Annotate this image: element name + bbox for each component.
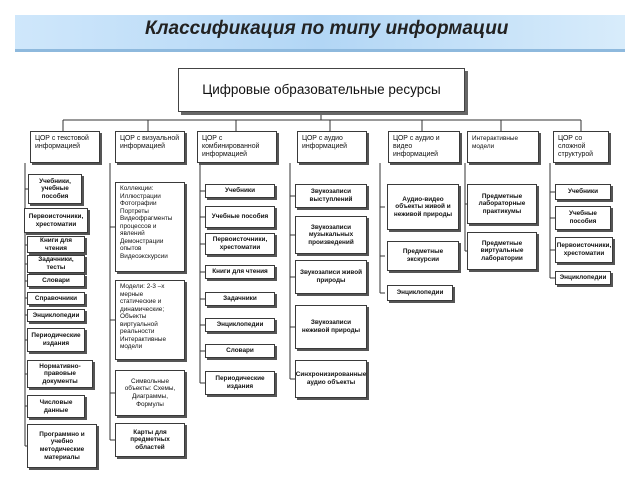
column-header: Интерактивные модели [467, 131, 539, 163]
list-item: Энциклопедии [387, 285, 453, 301]
column-header: ЦОР с аудио и видео информацией [388, 131, 460, 163]
list-item: Звукозаписи выступлений [295, 184, 367, 208]
list-item: Первоисточники, хрестоматии [205, 233, 275, 255]
list-item: Периодические издания [205, 371, 275, 395]
list-item: Программно и учебно методические материа… [27, 424, 97, 468]
list-item: Предметные виртуальные лаборатории [467, 232, 537, 270]
list-item: Числовые данные [27, 395, 85, 418]
list-item: Учебные пособия [205, 206, 275, 228]
list-item: Нормативно-правовые документы [27, 360, 93, 388]
title-band-underline [15, 49, 625, 52]
list-item: Первоисточники, хрестоматии [555, 237, 613, 263]
column-header: ЦОР с аудио информацией [297, 131, 367, 163]
list-item: Энциклопедии [555, 271, 611, 285]
list-item: Энциклопедии [27, 309, 85, 322]
right-margin [625, 0, 640, 480]
list-item: Предметные экскурсии [387, 241, 459, 271]
list-item: Книги для чтения [27, 236, 85, 253]
list-item: Звукозаписи музыкальных произведений [295, 216, 367, 254]
list-item: Задачники [205, 292, 275, 306]
list-item: Модели: 2-3 –х мерные статические и дина… [115, 280, 185, 360]
list-item: Справочники [27, 292, 85, 305]
list-item: Карты для предметных областей [115, 423, 185, 457]
column-header: ЦОР с визуальной информацией [115, 131, 185, 163]
list-item: Звукозаписи неживой природы [295, 305, 367, 349]
list-item: Периодические издания [27, 328, 85, 352]
list-item: Аудио-видео объекты живой и неживой прир… [387, 184, 459, 230]
list-item: Книги для чтения [205, 265, 275, 279]
list-item: Первоисточники, хрестоматии [24, 208, 88, 233]
list-item: Энциклопедии [205, 318, 275, 332]
list-item: Словари [27, 274, 85, 287]
title-band [15, 15, 625, 49]
list-item: Учебники [555, 184, 611, 200]
left-margin [0, 0, 15, 480]
list-item: Учебники, учебные пособия [28, 174, 82, 204]
list-item: Предметные лабораторные практикумы [467, 184, 537, 224]
list-item: Учебники [205, 184, 275, 198]
list-item: Словари [205, 344, 275, 358]
list-item: Символьные объекты: Схемы, Диаграммы, Фо… [115, 370, 185, 416]
slide-title: Классификация по типу информации [145, 18, 509, 39]
column-header: ЦОР с комбинированной информацией [197, 131, 277, 163]
list-item: Учебные пособия [555, 206, 611, 230]
list-item: Звукозаписи живой природы [295, 260, 367, 294]
column-header: ЦОР со сложной структурой [553, 131, 609, 163]
list-item: Задачники, тесты [27, 255, 85, 273]
list-item: Синхронизированные аудио объекты [295, 360, 367, 398]
column-header: ЦОР с текстовой информацией [30, 131, 100, 163]
main-node: Цифровые образовательные ресурсы [178, 68, 465, 112]
list-item: Коллекции: Иллюстрации Фотографии Портре… [115, 182, 185, 272]
